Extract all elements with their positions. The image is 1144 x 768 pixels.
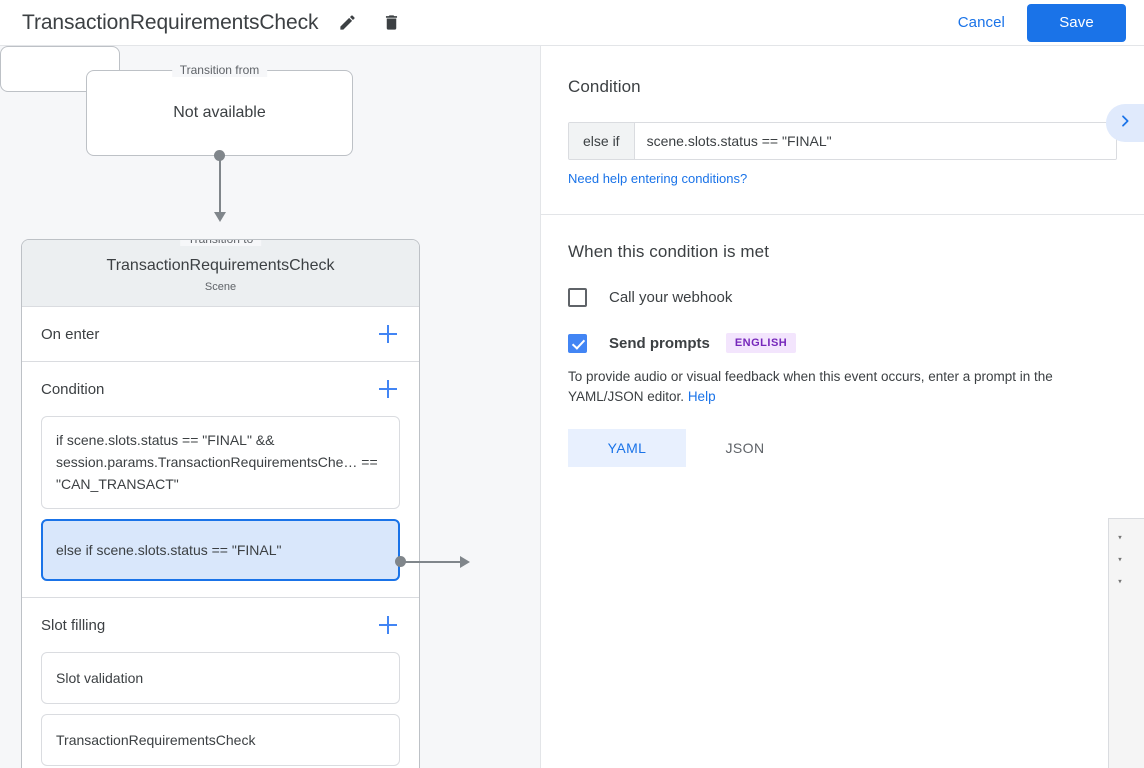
page-title: TransactionRequirementsCheck bbox=[22, 10, 319, 34]
gutter-line: ▾ 3 bbox=[1109, 571, 1144, 593]
condition-expression-input[interactable] bbox=[634, 123, 1116, 159]
edit-title-button[interactable] bbox=[332, 8, 362, 38]
prompts-description: To provide audio or visual feedback when… bbox=[568, 367, 1117, 407]
flow-canvas[interactable]: Transition from Not available Transition… bbox=[0, 46, 540, 768]
scene-type: Scene bbox=[204, 281, 237, 293]
condition-help-link[interactable]: Need help entering conditions? bbox=[568, 171, 748, 186]
fold-toggle-icon[interactable]: ▾ bbox=[1117, 533, 1123, 543]
transition-from-legend: Transition from bbox=[171, 63, 268, 77]
condition-prefix-label: else if bbox=[569, 123, 635, 159]
trash-icon bbox=[382, 13, 401, 32]
chevron-right-icon bbox=[1117, 113, 1133, 134]
editor-gutter: ▾ 1 ▾ 2 ▾ 3 4 5 bbox=[1109, 519, 1144, 768]
transition-from-node[interactable]: Transition from Not available bbox=[86, 63, 353, 156]
transition-from-value: Not available bbox=[173, 104, 266, 121]
language-badge: ENGLISH bbox=[725, 333, 797, 353]
send-prompts-label: Send prompts bbox=[609, 334, 710, 352]
send-prompts-checkbox[interactable] bbox=[568, 333, 587, 353]
details-panel: Condition else if Need help entering con… bbox=[540, 46, 1144, 768]
tab-json[interactable]: JSON bbox=[725, 440, 765, 456]
prompts-description-text: To provide audio or visual feedback when… bbox=[568, 369, 1053, 404]
section-condition: Condition if scene.slots.status == "FINA… bbox=[22, 362, 419, 598]
condition-item-selected[interactable]: else if scene.slots.status == "FINAL" bbox=[41, 519, 400, 581]
condition-field[interactable]: else if bbox=[568, 122, 1117, 160]
add-on-enter-button[interactable] bbox=[376, 322, 400, 346]
call-webhook-label: Call your webhook bbox=[609, 289, 733, 306]
call-webhook-checkbox[interactable] bbox=[568, 288, 587, 307]
condition-block: Condition else if Need help entering con… bbox=[541, 46, 1144, 215]
scene-name: TransactionRequirementsCheck bbox=[106, 257, 335, 274]
line-number: 5 bbox=[1131, 619, 1144, 634]
condition-item[interactable]: if scene.slots.status == "FINAL" && sess… bbox=[41, 416, 400, 509]
app-header: TransactionRequirementsCheck Cancel Save bbox=[0, 0, 1144, 46]
prompts-help-link[interactable]: Help bbox=[687, 389, 716, 404]
section-slot-filling: Slot filling Slot validation Transaction… bbox=[22, 598, 419, 766]
fold-toggle-icon[interactable]: ▾ bbox=[1117, 555, 1123, 565]
add-condition-button[interactable] bbox=[376, 377, 400, 401]
connector-dot-right bbox=[395, 556, 406, 567]
connector-line-horizontal bbox=[401, 561, 463, 563]
section-title-on-enter: On enter bbox=[41, 325, 100, 343]
delete-button[interactable] bbox=[376, 8, 406, 38]
line-number: 4 bbox=[1131, 597, 1144, 612]
line-number: 3 bbox=[1131, 575, 1144, 590]
connector-line-vertical bbox=[219, 156, 221, 215]
transition-to-legend: Transition to bbox=[179, 240, 262, 246]
transition-to-card[interactable]: Transition to TransactionRequirementsChe… bbox=[21, 239, 420, 768]
section-title-slot-filling: Slot filling bbox=[41, 616, 106, 634]
when-condition-met-block: When this condition is met Call your web… bbox=[541, 215, 1144, 467]
webhook-row[interactable]: Call your webhook bbox=[568, 288, 1117, 307]
send-prompts-row[interactable]: Send prompts ENGLISH bbox=[568, 333, 1117, 353]
gutter-line: 5 bbox=[1109, 615, 1144, 637]
section-on-enter: On enter bbox=[22, 307, 419, 362]
connector-arrow-right bbox=[460, 556, 470, 568]
pencil-icon bbox=[338, 13, 357, 32]
gutter-line: ▾ 2 bbox=[1109, 549, 1144, 571]
section-header: On enter bbox=[41, 307, 400, 361]
save-button[interactable]: Save bbox=[1027, 3, 1126, 42]
when-met-heading: When this condition is met bbox=[568, 242, 770, 261]
condition-row: Condition else if Need help entering con… bbox=[568, 77, 1144, 188]
connector-dot-top bbox=[214, 150, 225, 161]
add-slot-filling-button[interactable] bbox=[376, 613, 400, 637]
tab-yaml[interactable]: YAML bbox=[568, 429, 686, 467]
slot-filling-item[interactable]: Slot validation bbox=[41, 652, 400, 704]
expand-panel-button[interactable] bbox=[1106, 104, 1144, 142]
section-header: Slot filling bbox=[41, 598, 400, 652]
fold-toggle-icon[interactable]: ▾ bbox=[1117, 577, 1123, 587]
line-number: 1 bbox=[1131, 531, 1144, 546]
slot-filling-item[interactable]: TransactionRequirementsCheck bbox=[41, 714, 400, 766]
cancel-button[interactable]: Cancel bbox=[946, 6, 1017, 39]
line-number: 2 bbox=[1131, 553, 1144, 568]
scene-header: TransactionRequirementsCheck Scene bbox=[22, 240, 419, 307]
editor-format-tabs: YAML JSON bbox=[568, 429, 1117, 467]
gutter-line: 4 bbox=[1109, 593, 1144, 615]
section-header: Condition bbox=[41, 362, 400, 416]
gutter-line: ▾ 1 bbox=[1109, 527, 1144, 549]
connector-arrow-down bbox=[214, 212, 226, 222]
yaml-editor[interactable]: ▾ 1 ▾ 2 ▾ 3 4 5 candidates: - first_si bbox=[1108, 518, 1144, 768]
section-title-condition: Condition bbox=[41, 380, 105, 398]
condition-heading: Condition bbox=[568, 77, 641, 96]
